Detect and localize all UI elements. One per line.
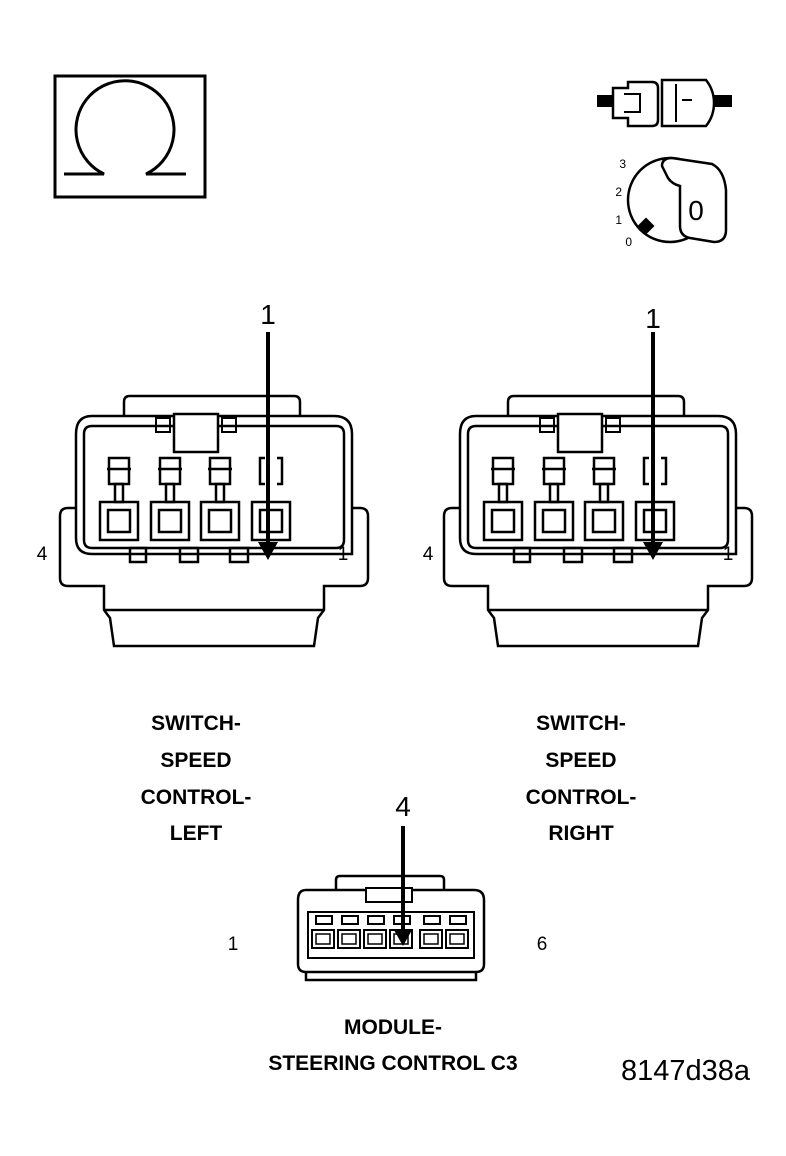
connector-name-line: LEFT <box>170 822 223 845</box>
key-text: 0 <box>688 195 704 226</box>
pin-number-left: 1 <box>228 934 239 955</box>
key-position-1: 1 <box>615 213 622 227</box>
connector-name-line: SWITCH- <box>536 712 626 735</box>
connector-name-line: SPEED <box>545 749 616 772</box>
probe-pin-label: 1 <box>645 303 661 334</box>
pin-number-right: 6 <box>537 934 548 955</box>
key-position-3: 3 <box>619 157 626 171</box>
figure-id: 8147d38a <box>621 1055 751 1087</box>
key-position-0: 0 <box>625 235 632 249</box>
connector-name-line: CONTROL- <box>526 786 637 809</box>
key-position-2: 2 <box>615 185 622 199</box>
connector-name-line: MODULE- <box>344 1016 442 1039</box>
ignition-key-icon: 3 2 1 0 0 <box>615 156 728 249</box>
connector-name-line: CONTROL- <box>141 786 252 809</box>
probe-pin-label: 1 <box>260 299 276 330</box>
connector-name-line: SWITCH- <box>151 712 241 735</box>
connector-name-line: RIGHT <box>548 822 614 845</box>
connector-name-line: STEERING CONTROL C3 <box>268 1052 517 1075</box>
connector-switch-speed-control-left: 1 4 1 SWITCH- SPEED CONTROL- LEFT <box>37 299 368 845</box>
connector-switch-speed-control-right: 1 4 1 SWITCH- SPEED CONTROL- RIGHT <box>423 303 752 845</box>
pin-number-left: 4 <box>37 544 48 565</box>
pin-number-left: 4 <box>423 544 434 565</box>
pin-number-right: 1 <box>338 544 349 565</box>
connector-name-line: SPEED <box>160 749 231 772</box>
pin-number-right: 1 <box>723 544 734 565</box>
probe-pin-label: 4 <box>395 791 411 822</box>
disconnect-icon <box>597 78 732 128</box>
ohm-icon <box>53 74 207 199</box>
connector-module-steering-control-c3: 4 1 6 MODULE- STEERING CONTROL C3 <box>228 791 548 1075</box>
